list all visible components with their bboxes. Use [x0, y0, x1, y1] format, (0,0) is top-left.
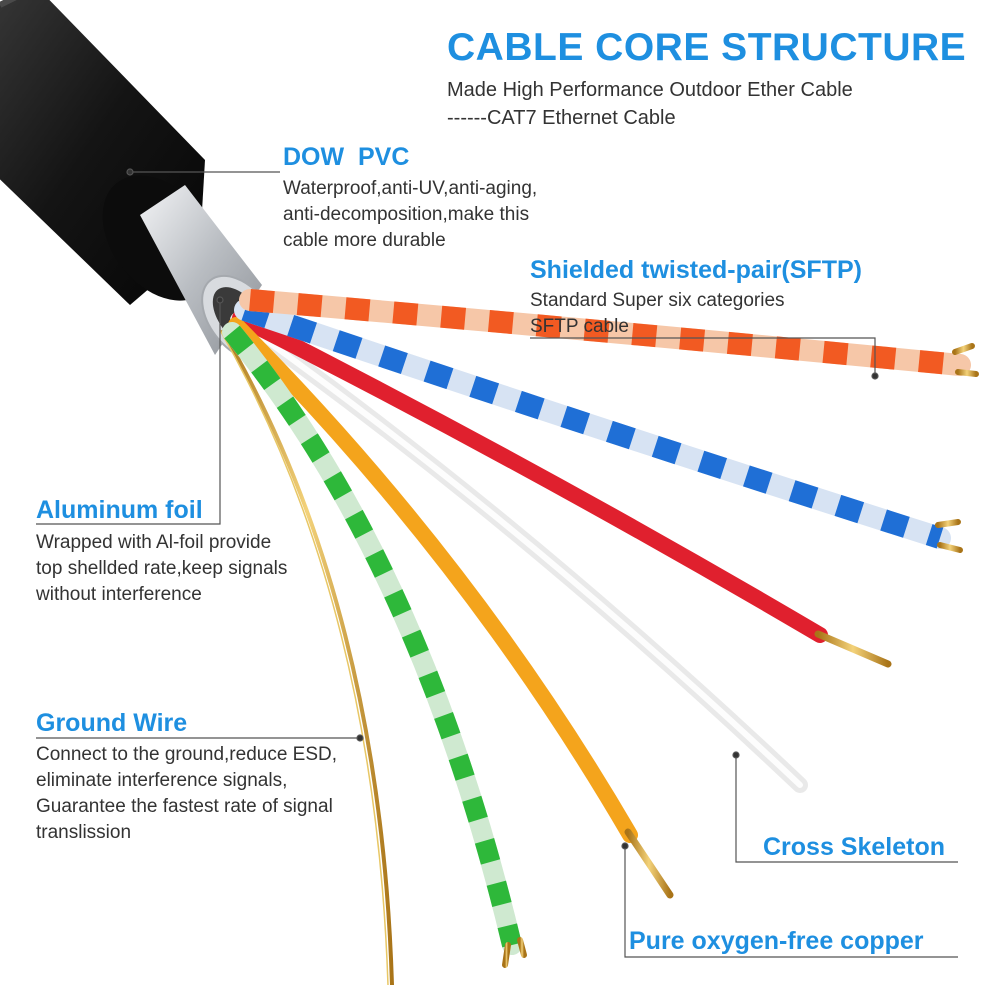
foil-heading: Aluminum foil [36, 496, 203, 524]
sftp-line: SFTP cable [530, 316, 629, 337]
ground-line: eliminate interference signals, [36, 770, 288, 791]
ground-wire [220, 328, 394, 986]
ground-heading: Ground Wire [36, 709, 188, 737]
green-twisted-pair [222, 322, 527, 968]
ground-description: Connect to the ground,reduce ESD, elimin… [36, 742, 337, 846]
sftp-description: Standard Super six categories SFTP cable [530, 288, 785, 340]
subtitle-line: Made High Performance Outdoor Ether Cabl… [447, 79, 853, 101]
foil-line: without interference [36, 584, 202, 605]
copper-heading: Pure oxygen-free copper [629, 927, 924, 955]
foil-description: Wrapped with Al-foil provide top shellde… [36, 530, 287, 608]
foil-line: Wrapped with Al-foil provide [36, 532, 272, 553]
sftp-line: Standard Super six categories [530, 290, 785, 311]
subtitle: Made High Performance Outdoor Ether Cabl… [447, 76, 853, 132]
page-title: CABLE CORE STRUCTURE [447, 26, 967, 69]
pvc-line: anti-decomposition,make this [283, 204, 530, 225]
pvc-line: Waterproof,anti-UV,anti-aging, [283, 178, 538, 199]
ground-line: Connect to the ground,reduce ESD, [36, 744, 338, 765]
foil-line: top shellded rate,keep signals [36, 558, 288, 579]
ground-line: translission [36, 822, 132, 843]
yellow-wire [228, 317, 638, 843]
orange-twisted-pair [239, 289, 979, 377]
subtitle-line: ------CAT7 Ethernet Cable [447, 107, 676, 129]
blue-twisted-pair [234, 299, 963, 553]
sftp-heading: Shielded twisted-pair(SFTP) [530, 256, 862, 284]
pvc-line: cable more durable [283, 230, 446, 251]
pvc-heading: DOW PVC [283, 143, 410, 171]
pvc-description: Waterproof,anti-UV,anti-aging, anti-deco… [283, 176, 537, 254]
ground-line: Guarantee the fastest rate of signal [36, 796, 333, 817]
red-wire [232, 310, 828, 643]
skeleton-heading: Cross Skeleton [763, 833, 946, 861]
leader-lines [36, 168, 958, 958]
